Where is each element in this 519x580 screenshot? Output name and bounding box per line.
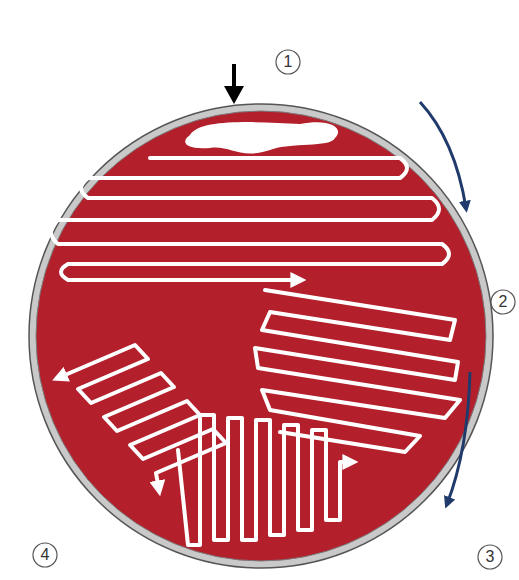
- streak-4: [58, 345, 226, 490]
- callout-circle: [478, 545, 502, 569]
- inoculum: [185, 122, 338, 153]
- rotation-arrow: [447, 372, 470, 504]
- callout-number: 1: [275, 49, 301, 75]
- rotation-arrow: [420, 102, 466, 208]
- callout-circle: [276, 50, 300, 74]
- callout-circle: [491, 290, 515, 314]
- start-arrowhead: [224, 86, 244, 104]
- callout-number: 4: [32, 542, 58, 568]
- callout-circle: [33, 543, 57, 567]
- callout-number: 3: [477, 544, 503, 570]
- agar-surface: [36, 111, 486, 561]
- streak-1: [51, 158, 449, 280]
- callout-number: 2: [490, 289, 516, 315]
- dish-rim: [29, 104, 493, 568]
